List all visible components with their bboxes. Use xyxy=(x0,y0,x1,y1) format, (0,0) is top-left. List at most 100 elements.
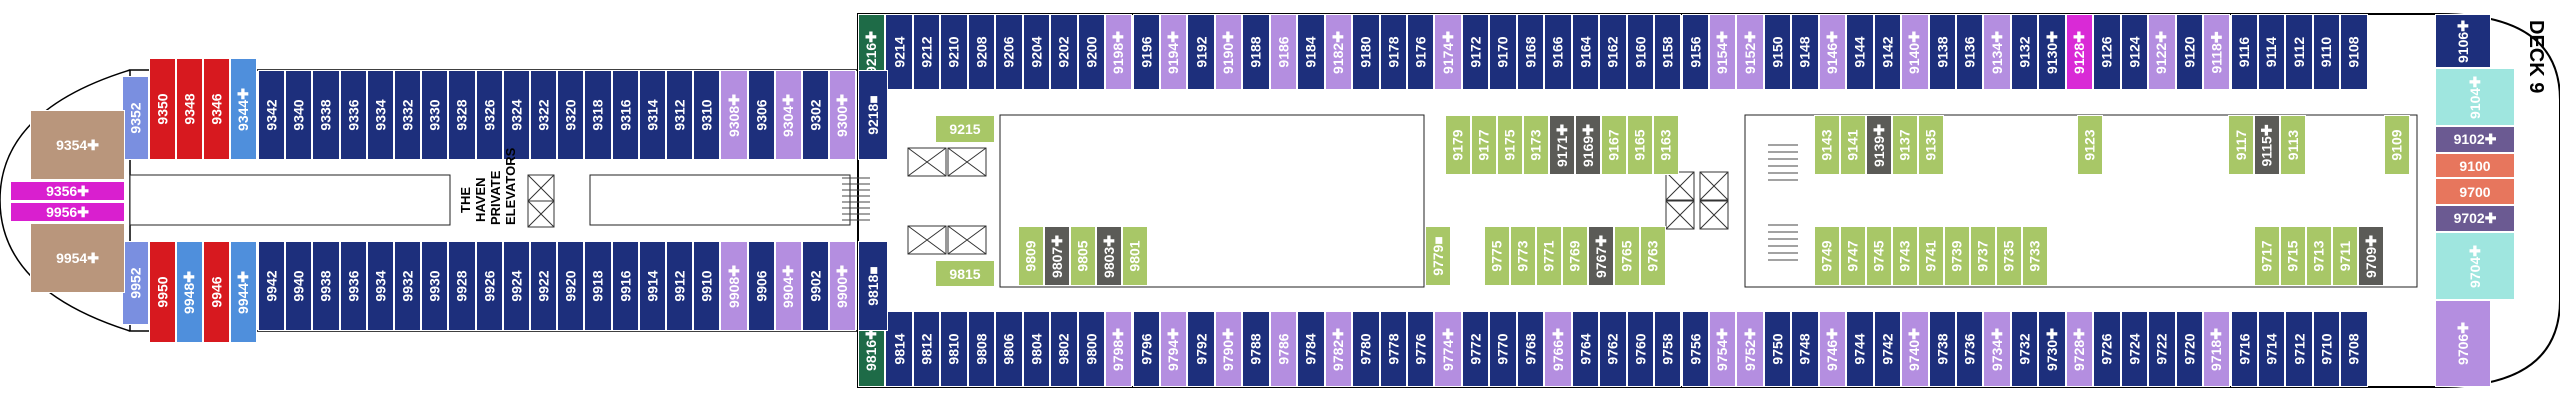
cabin-top-34[interactable]: 9148 xyxy=(1791,14,1819,90)
inner-bottom-3[interactable]: 9803✚ xyxy=(1096,226,1122,286)
cabin-top-51[interactable]: 9114 xyxy=(2257,14,2286,90)
cabin-top-24[interactable]: 9168 xyxy=(1516,14,1545,90)
aft-top-12[interactable]: 9318 xyxy=(584,70,612,160)
aft-top-3[interactable]: 9336 xyxy=(339,70,367,160)
aft-bottom-21[interactable]: 9900✚ xyxy=(829,241,857,331)
aft-top-0[interactable]: 9342 xyxy=(258,70,286,160)
cabin-top-1[interactable]: 9214 xyxy=(885,14,913,90)
cabin-bottom-39[interactable]: 9738 xyxy=(1928,311,1956,387)
inner-bottom-1[interactable]: 9807✚ xyxy=(1044,226,1070,286)
cabin-bottom-40[interactable]: 9736 xyxy=(1956,311,1984,387)
inner-bottom-13[interactable]: 9749 xyxy=(1814,226,1840,286)
cabin-top-33[interactable]: 9150 xyxy=(1763,14,1792,90)
cabin-top-12[interactable]: 9192 xyxy=(1187,14,1215,90)
inner-top-12[interactable]: 9137 xyxy=(1892,115,1918,175)
inner-bottom-20[interactable]: 9735 xyxy=(1996,226,2022,286)
cabin-top-38[interactable]: 9140✚ xyxy=(1901,14,1929,90)
aft-top-18[interactable]: 9306 xyxy=(747,70,775,160)
cabin-top-42[interactable]: 9132 xyxy=(2010,14,2039,90)
cabin-bottom-8[interactable]: 9800 xyxy=(1077,311,1106,387)
cabin-top-46[interactable]: 9124 xyxy=(2120,14,2149,90)
cabin-top-13[interactable]: 9190✚ xyxy=(1214,14,1243,90)
inner-top-18[interactable]: 9109 xyxy=(2384,115,2410,175)
cabin-bottom-48[interactable]: 9720 xyxy=(2175,311,2204,387)
aft-bottom-12[interactable]: 9918 xyxy=(584,241,612,331)
cabin-top-45[interactable]: 9126 xyxy=(2093,14,2121,90)
cabin-top-49[interactable]: 9118✚ xyxy=(2203,14,2231,90)
cabin-top-17[interactable]: 9182✚ xyxy=(1324,14,1353,90)
cabin-top-48[interactable]: 9120 xyxy=(2175,14,2204,90)
cabin-top-22[interactable]: 9172 xyxy=(1461,14,1490,90)
inner-bottom-26[interactable]: 9709✚ xyxy=(2358,226,2384,286)
cabin-top-32[interactable]: 9152✚ xyxy=(1736,14,1764,90)
aft-bottom-20[interactable]: 9902 xyxy=(802,241,830,331)
aft-bottom-5[interactable]: 9932 xyxy=(394,241,422,331)
inner-bottom-10[interactable]: 9767✚ xyxy=(1588,226,1614,286)
cabin-bottom-36[interactable]: 9744 xyxy=(1846,311,1874,387)
forward-3[interactable]: 9100 xyxy=(2435,153,2515,178)
inner-bottom-6[interactable]: 9775 xyxy=(1484,226,1510,286)
aft-bottom-16[interactable]: 9910 xyxy=(693,241,721,331)
cabin-top-18[interactable]: 9180 xyxy=(1352,14,1380,90)
inner-top-1[interactable]: 9177 xyxy=(1471,115,1497,175)
aft-bottom-8[interactable]: 9926 xyxy=(475,241,503,331)
inner-bottom-18[interactable]: 9739 xyxy=(1944,226,1970,286)
aft-top-21[interactable]: 9300✚ xyxy=(829,70,857,160)
haven-9356[interactable]: 9356✚ xyxy=(10,181,125,201)
inner-top-13[interactable]: 9135 xyxy=(1918,115,1944,175)
aft-top-16[interactable]: 9310 xyxy=(693,70,721,160)
aft-top-2[interactable]: 9338 xyxy=(312,70,340,160)
aft-top-4[interactable]: 9334 xyxy=(366,70,394,160)
inner-top-8[interactable]: 9163 xyxy=(1653,115,1679,175)
inner-top-16[interactable]: 9115✚ xyxy=(2254,115,2280,175)
inner-top-4[interactable]: 9171✚ xyxy=(1549,115,1575,175)
cabin-bottom-31[interactable]: 9754✚ xyxy=(1708,311,1737,387)
cabin-bottom-10[interactable]: 9796 xyxy=(1132,311,1160,387)
forward-0[interactable]: 9106✚ xyxy=(2435,14,2491,68)
inner-bottom-12[interactable]: 9763 xyxy=(1640,226,1666,286)
cabin-bottom-33[interactable]: 9750 xyxy=(1763,311,1792,387)
forward-2[interactable]: 9102✚ xyxy=(2435,126,2515,153)
cabin-bottom-45[interactable]: 9726 xyxy=(2093,311,2121,387)
cabin-bottom-38[interactable]: 9740✚ xyxy=(1901,311,1929,387)
inner-top-9[interactable]: 9143 xyxy=(1814,115,1840,175)
cabin-top-44[interactable]: 9128✚ xyxy=(2065,14,2094,90)
aft-top-8[interactable]: 9326 xyxy=(475,70,503,160)
inner-bottom-7[interactable]: 9773 xyxy=(1510,226,1536,286)
aft-bottom-13[interactable]: 9916 xyxy=(611,241,639,331)
aft-top-15[interactable]: 9312 xyxy=(666,70,694,160)
cabin-top-31[interactable]: 9154✚ xyxy=(1708,14,1737,90)
aft-top-13[interactable]: 9316 xyxy=(611,70,639,160)
aft-bottom-18[interactable]: 9906 xyxy=(747,241,775,331)
inner-top-5[interactable]: 9169✚ xyxy=(1575,115,1601,175)
cabin-top-47[interactable]: 9122✚ xyxy=(2148,14,2176,90)
cabin-bottom-44[interactable]: 9728✚ xyxy=(2065,311,2094,387)
cabin-bottom-21[interactable]: 9774✚ xyxy=(1434,311,1462,387)
cabin-top-25[interactable]: 9166 xyxy=(1544,14,1572,90)
cabin-bottom-41[interactable]: 9734✚ xyxy=(1983,311,2011,387)
inner-bottom-25[interactable]: 9711 xyxy=(2332,226,2358,286)
haven-top-2[interactable]: 9348 xyxy=(176,58,203,160)
cabin-top-29[interactable]: 9158 xyxy=(1654,14,1682,90)
cabin-bottom-13[interactable]: 9790✚ xyxy=(1214,311,1243,387)
inner-bottom-24[interactable]: 9713 xyxy=(2306,226,2332,286)
aft-top-6[interactable]: 9330 xyxy=(421,70,449,160)
haven-bottom-0[interactable]: 9952 xyxy=(122,241,149,325)
inner-bottom-22[interactable]: 9717 xyxy=(2254,226,2280,286)
aft-top-17[interactable]: 9308✚ xyxy=(720,70,748,160)
cabin-bottom-9[interactable]: 9798✚ xyxy=(1105,311,1133,387)
cabin-bottom-6[interactable]: 9804 xyxy=(1022,311,1051,387)
cabin-9215[interactable]: 9215 xyxy=(935,115,995,143)
inner-bottom-2[interactable]: 9805 xyxy=(1070,226,1096,286)
cabin-top-39[interactable]: 9138 xyxy=(1928,14,1956,90)
aft-bottom-3[interactable]: 9936 xyxy=(339,241,367,331)
inner-top-0[interactable]: 9179 xyxy=(1445,115,1471,175)
aft-top-20[interactable]: 9302 xyxy=(802,70,830,160)
cabin-bottom-17[interactable]: 9782✚ xyxy=(1324,311,1353,387)
cabin-bottom-52[interactable]: 9712 xyxy=(2285,311,2313,387)
inner-bottom-19[interactable]: 9737 xyxy=(1970,226,1996,286)
cabin-top-6[interactable]: 9204 xyxy=(1022,14,1051,90)
cabin-top-23[interactable]: 9170 xyxy=(1489,14,1517,90)
cabin-9818[interactable]: 9818■ xyxy=(858,241,888,331)
aft-bottom-11[interactable]: 9920 xyxy=(557,241,585,331)
